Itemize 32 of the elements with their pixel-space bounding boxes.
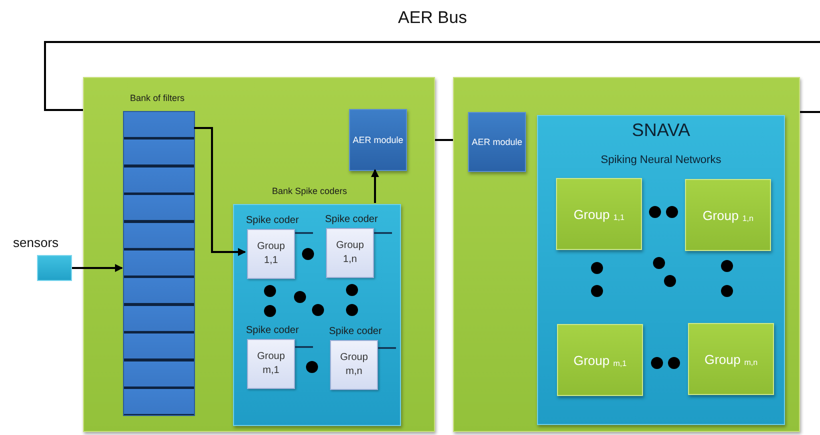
module-box: AER module [468,112,526,172]
group-box [557,324,643,396]
filter-bank-heading: Bank of filters [130,93,185,103]
group-label: Group 1,n [335,239,365,267]
group-label: Group $_{1,n}$ [702,208,754,222]
group-label: Group $_{m,1}$ [573,352,627,368]
group-box [688,323,774,395]
bus-line [800,111,820,113]
arrow [371,169,379,203]
system-panel [83,77,435,432]
group-box [685,179,771,251]
group-label: Group $_{m,n}$ [704,352,758,366]
arrow [194,127,246,256]
bus-line [435,139,453,141]
coder-label: Spike coder [246,215,299,226]
group-label: Group m,1 [256,350,286,378]
group-label: Group $_{1,1}$ [574,206,624,222]
module-box: AER module [349,109,407,171]
arrow [72,264,123,272]
coder-label: Spike coder [329,326,382,337]
system-panel [453,77,800,432]
sensor-label: sensors [13,235,59,250]
group-label: Group 1,1 [256,240,286,268]
group-label: Group m,n [339,351,369,379]
network-panel [537,115,785,425]
network-title: SNAVA [630,120,692,141]
coder-bank-heading: Bank Spike coders [272,186,348,196]
coder-label: Spike coder [325,214,378,225]
network-subtitle: Spiking Neural Networks [600,154,722,166]
group-box [556,178,642,250]
bus-line [44,41,820,111]
coder-label: Spike coder [246,325,299,336]
